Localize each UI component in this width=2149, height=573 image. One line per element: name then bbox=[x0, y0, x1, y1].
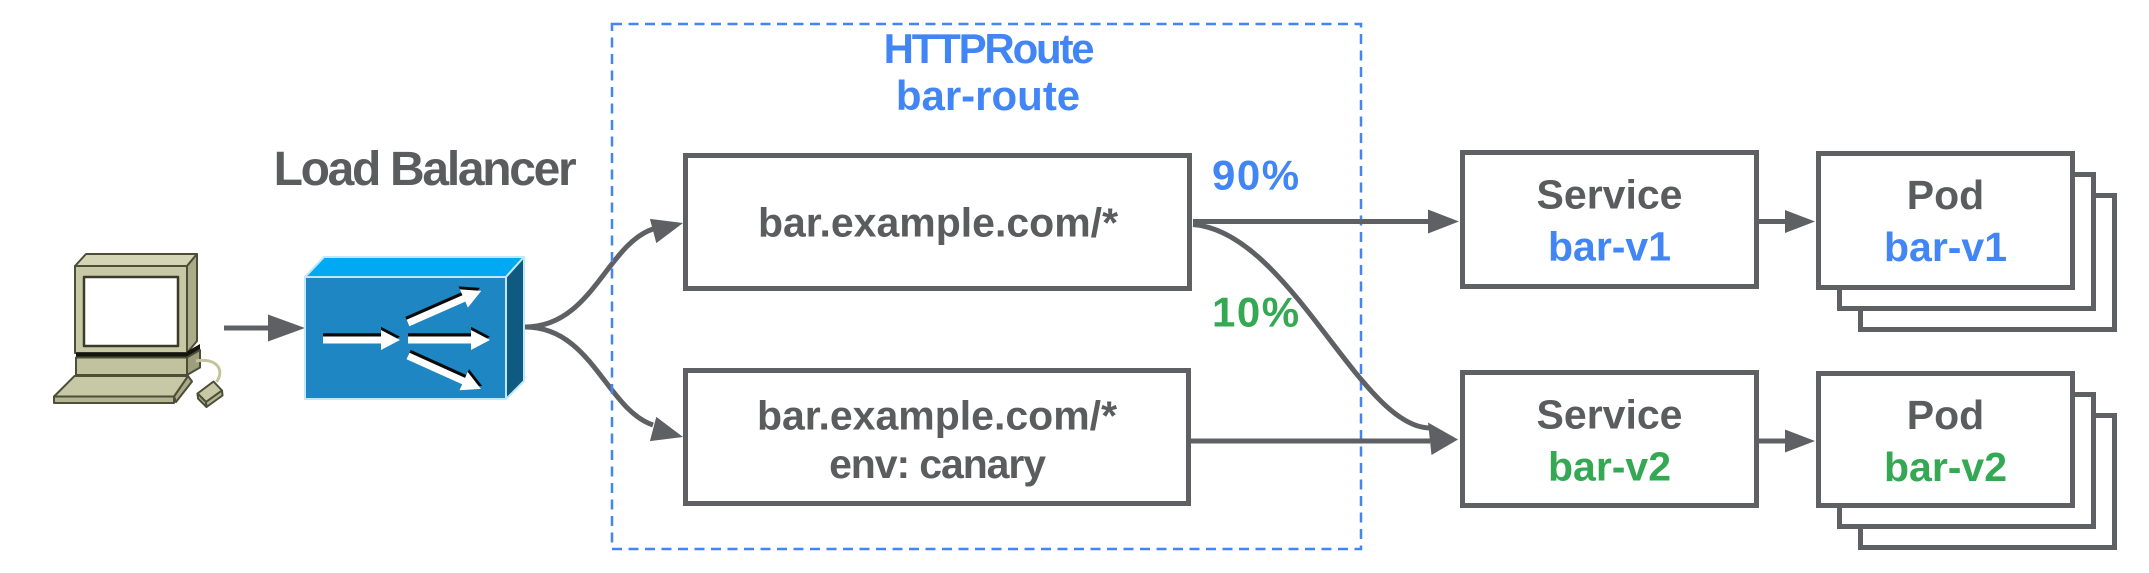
svg-text:bar-v2: bar-v2 bbox=[1548, 444, 1671, 490]
svg-text:env: canary: env: canary bbox=[829, 441, 1046, 487]
svg-text:Pod: Pod bbox=[1907, 392, 1984, 438]
svg-text:bar.example.com/*: bar.example.com/* bbox=[758, 200, 1118, 246]
svg-text:bar.example.com/*: bar.example.com/* bbox=[757, 393, 1117, 439]
svg-text:10%: 10% bbox=[1212, 289, 1301, 336]
svg-text:Service: Service bbox=[1537, 172, 1683, 218]
svg-text:bar-v1: bar-v1 bbox=[1884, 224, 2007, 270]
svg-text:Service: Service bbox=[1537, 392, 1683, 438]
svg-text:bar-v1: bar-v1 bbox=[1548, 224, 1671, 270]
svg-text:90%: 90% bbox=[1212, 152, 1301, 199]
svg-text:HTTPRoute: HTTPRoute bbox=[884, 25, 1094, 72]
svg-text:bar-route: bar-route bbox=[896, 72, 1080, 119]
svg-text:Pod: Pod bbox=[1907, 172, 1984, 218]
svg-text:bar-v2: bar-v2 bbox=[1884, 444, 2007, 490]
svg-text:Load Balancer: Load Balancer bbox=[274, 143, 576, 196]
